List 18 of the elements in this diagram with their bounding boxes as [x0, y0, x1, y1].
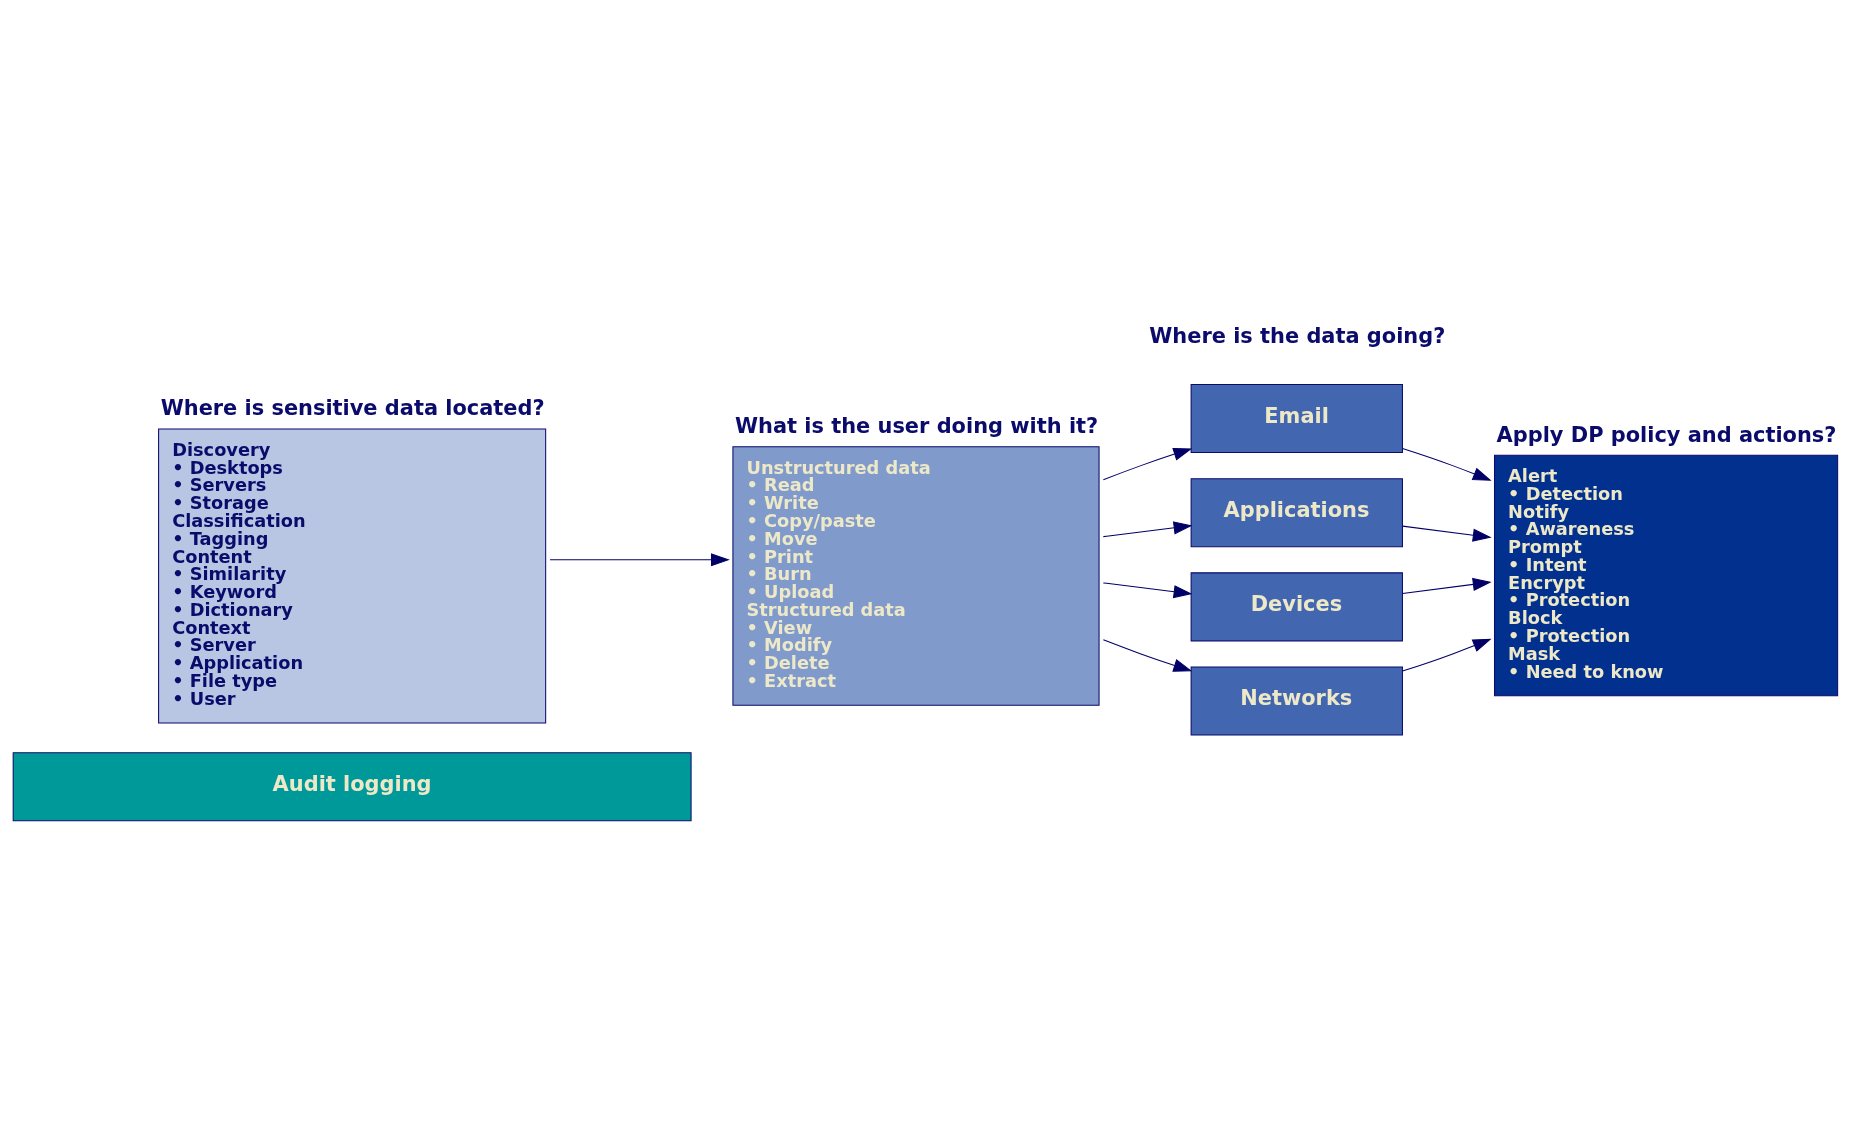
node-label: Where is sensitive data located? — [160, 395, 545, 420]
arrow — [1102, 447, 1192, 480]
arrow — [1401, 577, 1492, 594]
node-box: Email — [1190, 383, 1403, 453]
arrow — [1401, 525, 1492, 542]
node-label: What is the user doing with it? — [734, 413, 1098, 438]
node-box: Devices — [1190, 571, 1403, 641]
arrow — [1102, 581, 1192, 598]
node-label: Apply DP policy and actions? — [1496, 422, 1836, 447]
arrow — [1401, 447, 1492, 481]
node-box: Networks — [1190, 666, 1403, 736]
arrow — [1102, 520, 1192, 537]
arrow — [549, 552, 730, 566]
arrow — [1102, 638, 1192, 672]
node-box: Audit logging — [12, 751, 692, 821]
node-box: Applications — [1190, 477, 1403, 547]
label: Where is the data going? — [1148, 323, 1445, 348]
arrow — [1401, 638, 1492, 672]
